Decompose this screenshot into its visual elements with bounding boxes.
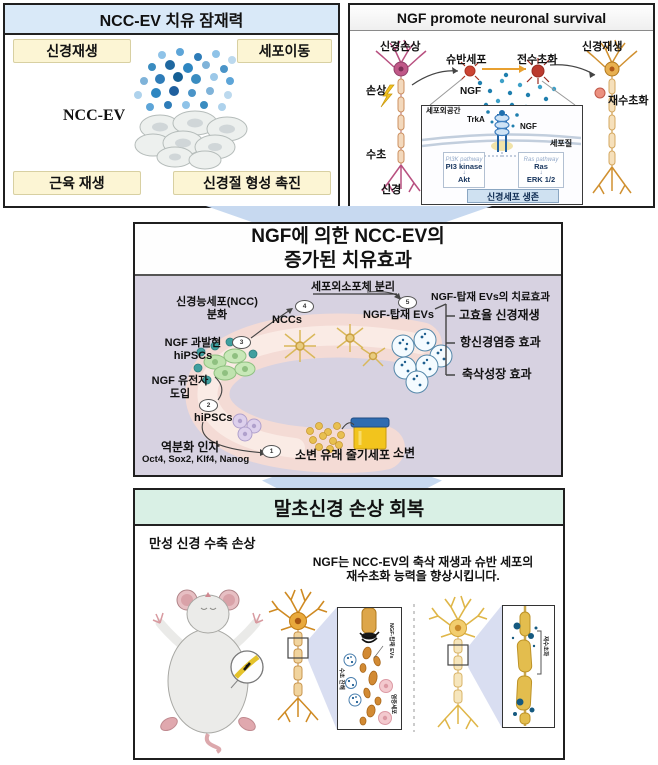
panel-ngf-survival: NGF promote neuronal survival bbox=[348, 3, 655, 208]
step-circle-2: 2 bbox=[199, 399, 218, 412]
nerve-magnifier-icon bbox=[230, 650, 264, 689]
hipsc-cells-icon bbox=[232, 413, 262, 442]
flow-arrows bbox=[411, 64, 596, 106]
label-nerve-damage: 신경손상 bbox=[380, 41, 421, 53]
label-urine: 소변 bbox=[393, 446, 416, 460]
schwann-cell-icon bbox=[460, 61, 480, 81]
remyelinated-axon-inset: 재수초화 bbox=[502, 605, 555, 728]
label-inset-ngf: NGF bbox=[520, 122, 537, 131]
label-urine-stem-cells: 소변 유래 줄기세포 bbox=[295, 448, 390, 462]
label-ncc-differentiation: 신경능세포(NCC) 분화 bbox=[176, 296, 258, 321]
label-nerve: 신경 bbox=[381, 184, 402, 196]
label-nccs: NCCs bbox=[272, 314, 302, 326]
tag-ganglion-formation: 신경절 형성 촉진 bbox=[173, 171, 331, 195]
label-effects-header: NGF-탑재 EVs의 치료효과 bbox=[431, 291, 550, 303]
cell-cluster-icon bbox=[134, 110, 248, 170]
label-myelin-debris: 수초 잔해 bbox=[338, 668, 344, 690]
label-effect-3: 축삭성장 효과 bbox=[462, 367, 532, 381]
remyelination-illustration bbox=[511, 606, 542, 726]
panel-ngf-title: NGF promote neuronal survival bbox=[350, 5, 653, 31]
ras-pathway-box: Ras pathway Ras ↓ ERK 1/2 bbox=[518, 152, 564, 188]
step-circle-5: 5 bbox=[398, 296, 417, 309]
label-damage: 손상 bbox=[366, 85, 387, 97]
panel-enhanced-healing: NGF에 의한 NCC-EV의 증가된 치유효과 bbox=[133, 222, 563, 477]
label-reprogramming-factors: Oct4, Sox2, Klf4, Nanog bbox=[142, 454, 250, 465]
label-reprogramming: 역분화 인자 bbox=[161, 440, 220, 454]
tag-nerve-regeneration: 신경재생 bbox=[13, 39, 131, 63]
label-ev-isolation: 세포외소포체 분리 bbox=[311, 281, 396, 293]
signaling-inset: 세포외공간 TrkA NGF 세포질 PI3K pathway PI3 kina… bbox=[421, 105, 583, 205]
label-effect-1: 고효율 신경재생 bbox=[459, 308, 540, 322]
down-arrow-icon: ↓ bbox=[462, 169, 466, 176]
ev-cells-illustration bbox=[134, 48, 248, 170]
label-effect-2: 항신경염증 효과 bbox=[460, 335, 541, 349]
panel-recovery-title: 말초신경 손상 회복 bbox=[135, 490, 563, 526]
label-trka: TrkA bbox=[467, 115, 485, 124]
lightning-icon bbox=[380, 84, 395, 108]
pi3k-pathway-box: PI3K pathway PI3 kinase ↓ Akt bbox=[443, 152, 485, 188]
green-cells-icon bbox=[193, 337, 258, 385]
urine-cup-icon bbox=[350, 417, 390, 450]
recovery-description: NGF는 NCC-EV의 축삭 재생과 슈반 세포의 재수초화 능력을 향상시킵… bbox=[312, 555, 534, 583]
label-cytoplasm: 세포질 bbox=[550, 139, 573, 148]
urine-stem-cells-icon bbox=[306, 422, 345, 453]
label-ngf: NGF bbox=[460, 86, 482, 97]
label-myelin: 수초 bbox=[366, 149, 387, 161]
label-remyelination: 재수초화 bbox=[608, 95, 649, 107]
step-circle-1: 1 bbox=[262, 445, 281, 458]
effects-bracket bbox=[434, 303, 455, 376]
recovery-illustration bbox=[152, 588, 502, 754]
step-circle-3: 3 bbox=[232, 336, 251, 349]
enhanced-healing-diagram: 세포외소포체 분리 신경능세포(NCC) 분화 NCCs NGF-탑재 EVs … bbox=[135, 276, 561, 475]
tag-cell-migration: 세포이동 bbox=[237, 39, 332, 63]
label-premyelination: 전수초화 bbox=[517, 54, 558, 66]
recovered-neuron-icon bbox=[428, 595, 488, 730]
label-ngf-loaded-evs: NGF-탑재 EVs bbox=[363, 309, 434, 321]
panel-enhanced-title: NGF에 의한 NCC-EV의 증가된 치유효과 bbox=[135, 224, 561, 276]
label-nerve-regeneration: 신경재생 bbox=[582, 41, 623, 53]
label-inflammatory-cells: 염증세포 bbox=[390, 694, 396, 715]
neuron-survival-box: 신경세포 생존 bbox=[467, 189, 559, 203]
label-ngf-gene: NGF 유전자 도입 bbox=[151, 375, 209, 400]
label-remyelination-inset: 재수초화 bbox=[542, 636, 548, 657]
damaged-neuron-icon bbox=[375, 39, 427, 193]
ncc-star-cells-icon bbox=[284, 324, 386, 367]
panel-ncc-ev-potential: NCC-EV 치유 잠재력 bbox=[3, 3, 340, 208]
label-hipscs: hiPSCs bbox=[194, 412, 233, 424]
label-extracellular-space: 세포외공간 bbox=[426, 106, 461, 115]
label-schwann-cell: 슈반세포 bbox=[446, 54, 487, 66]
axon-debris-illustration bbox=[343, 608, 393, 726]
ncc-ev-label: NCC-EV bbox=[63, 107, 126, 124]
panel-nerve-recovery: 말초신경 손상 회복 bbox=[133, 488, 565, 760]
down-arrow-icon: ↓ bbox=[539, 169, 543, 176]
regenerated-neuron-icon bbox=[586, 39, 638, 195]
receptor-membrane-illustration bbox=[422, 110, 581, 164]
label-chronic-injury: 만성 신경 수축 손상 bbox=[149, 536, 256, 551]
recovery-diagram: 만성 신경 수축 손상 NGF는 NCC-EV의 축삭 재생과 슈반 세포의 재… bbox=[135, 526, 563, 758]
premyelination-cell-icon bbox=[526, 58, 550, 84]
mouse-illustration bbox=[152, 589, 264, 754]
panel-ncc-ev-title: NCC-EV 치유 잠재력 bbox=[5, 5, 338, 35]
ev-dots-icon bbox=[134, 48, 236, 111]
ev-cluster-icon bbox=[391, 328, 453, 394]
injured-neuron-icon bbox=[268, 588, 328, 723]
neuron-pathway-illustration bbox=[375, 39, 638, 195]
label-ngf-overexpression: NGF 과발현 hiPSCs bbox=[164, 337, 222, 362]
step-circle-4: 4 bbox=[295, 300, 314, 313]
label-inset-evs: NGF-탑재 EVs bbox=[388, 623, 394, 659]
tag-muscle-regeneration: 근육 재생 bbox=[13, 171, 141, 195]
damaged-axon-inset: NGF-탑재 EVs 수초 잔해 염증세포 bbox=[337, 607, 402, 730]
down-arrow-top-icon bbox=[206, 206, 492, 222]
